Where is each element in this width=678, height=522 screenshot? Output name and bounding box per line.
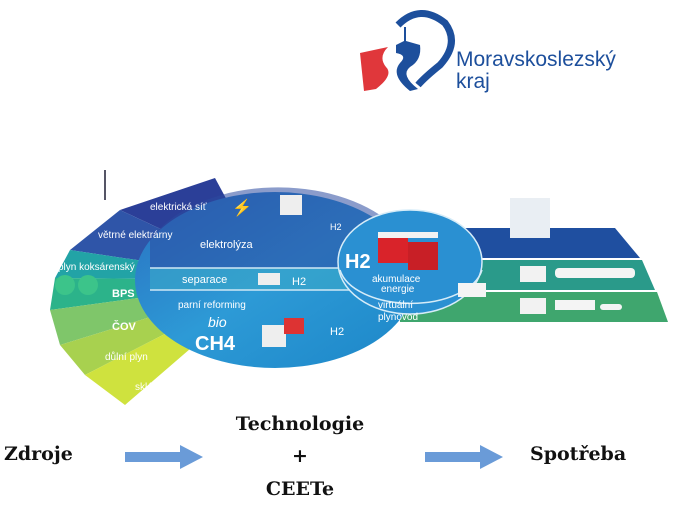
flow-plus: + — [292, 445, 308, 467]
source-label: elektrická síť — [150, 202, 207, 213]
lightning-icon: ⚡ — [232, 198, 252, 217]
logo: Moravskoslezský kraj — [360, 5, 660, 95]
tech-label: CH4 — [195, 333, 236, 355]
train-icon — [555, 268, 635, 278]
hydrogen-diagram: ⚡ elektrolýza separace parní reforming b… — [50, 170, 668, 405]
truck-icon — [555, 300, 595, 310]
reformer-icon — [262, 325, 286, 347]
pipeline-label: plynovod — [378, 312, 418, 323]
flow-arrow-icon — [425, 445, 503, 469]
flow-technology: Technologie — [235, 413, 365, 435]
pipeline-label: virtuální — [378, 300, 413, 311]
storage-icon — [520, 266, 546, 282]
tech-label: elektrolýza — [200, 239, 253, 251]
tube-trailer-icon — [458, 283, 486, 297]
tank-icon — [78, 275, 98, 295]
storage-containers-icon — [378, 235, 408, 263]
source-label: důlní plyn — [105, 351, 148, 363]
electrolyser-icon — [280, 195, 302, 215]
h2-flow-label: H2 — [330, 222, 342, 232]
h2-center-label: H2 — [345, 251, 371, 273]
source-label: skládka — [135, 382, 169, 393]
source-label: ČOV — [112, 320, 137, 333]
power-plant-icon — [510, 198, 550, 238]
logo-name-line1: Moravskoslezský — [456, 48, 616, 71]
tank-icon — [55, 275, 75, 295]
flow-arrow-icon — [125, 445, 203, 469]
source-label: plyn koksárenský — [58, 262, 135, 273]
storage-label: akumulace — [372, 274, 421, 285]
flow-consumption: Spotřeba — [530, 443, 627, 465]
source-label: BPS — [112, 288, 135, 300]
source-labels: elektrická síť větrné elektrárny plyn ko… — [58, 202, 207, 393]
h2-flow-label: H2 — [292, 276, 306, 288]
tech-label: bio — [208, 314, 227, 330]
car-icon — [600, 304, 622, 310]
source-label: větrné elektrárny — [98, 230, 172, 241]
tech-label: parní reforming — [178, 300, 246, 311]
separator-icon — [258, 273, 280, 285]
logo-emblem — [360, 10, 455, 91]
storage-label: energie — [381, 284, 415, 295]
flow-sources: Zdroje — [4, 443, 73, 465]
tech-label: separace — [182, 274, 227, 286]
logo-name-line2: kraj — [456, 70, 490, 93]
h2-flow-label: H2 — [330, 326, 344, 338]
flow-ceete: CEETe — [265, 478, 335, 500]
